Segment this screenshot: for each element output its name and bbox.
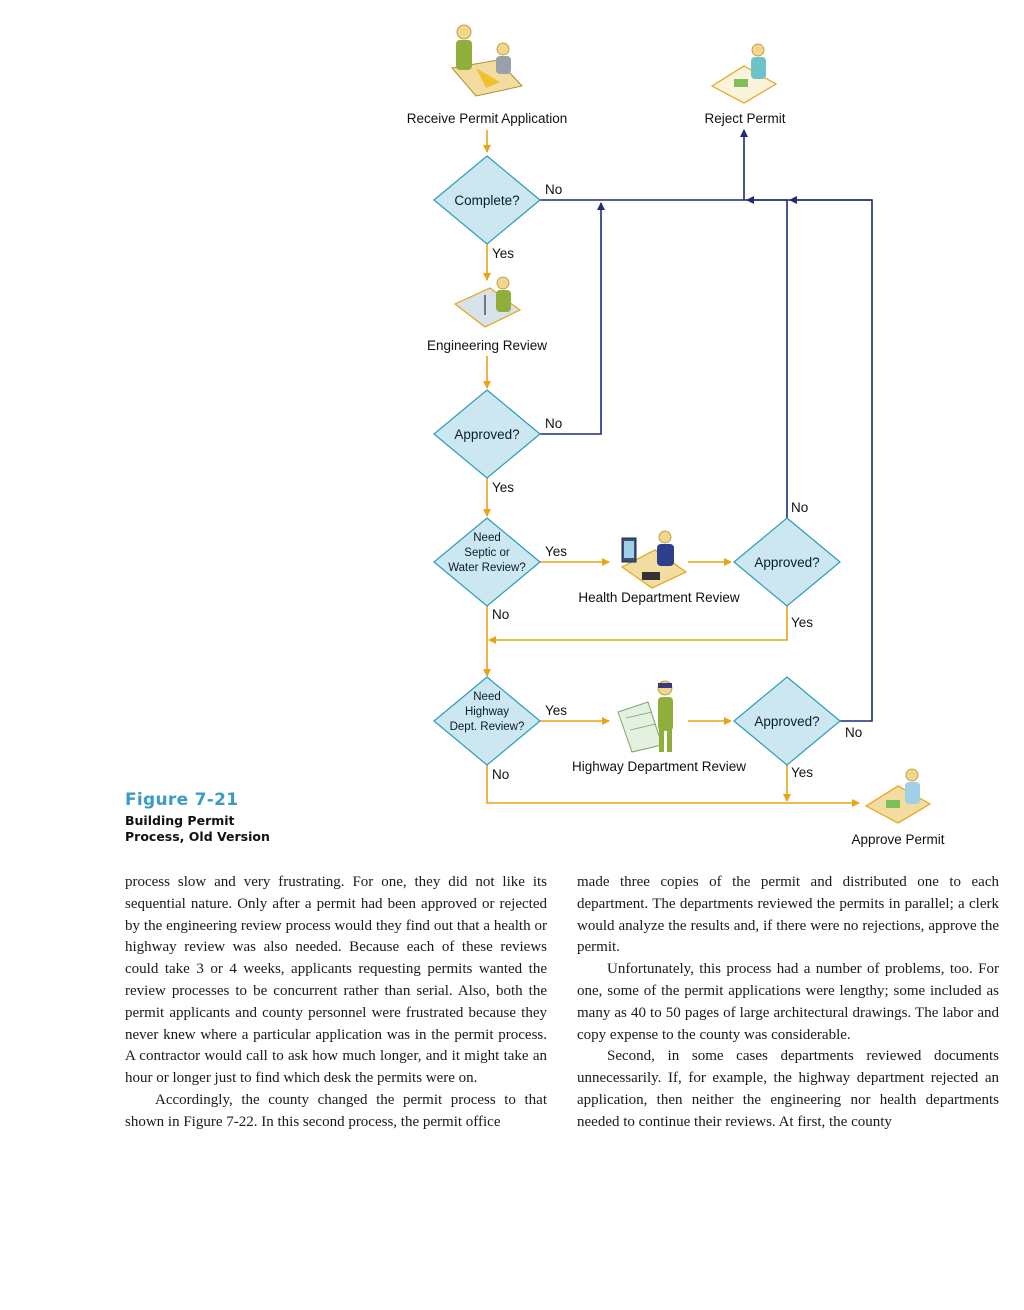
svg-text:Need: Need	[473, 532, 501, 544]
decision-need-septic: Need Septic or Water Review?	[433, 517, 541, 607]
edge-label-yes: Yes	[492, 246, 514, 261]
svg-text:Approved?: Approved?	[754, 555, 819, 570]
receive-application-label: Receive Permit Application	[407, 111, 568, 126]
svg-text:Water Review?: Water Review?	[448, 562, 526, 574]
yes-flow-lines	[483, 130, 860, 807]
edge-label-yes: Yes	[545, 544, 567, 559]
highway-department-icon	[617, 680, 673, 753]
health-review-label: Health Department Review	[578, 590, 740, 605]
approve-permit-icon	[864, 768, 932, 824]
decision-approved-health: Approved?	[733, 517, 841, 607]
edge-label-no: No	[845, 725, 862, 740]
edge-label-yes: Yes	[492, 480, 514, 495]
svg-text:Need: Need	[473, 691, 501, 703]
engineering-review-label: Engineering Review	[427, 338, 547, 353]
svg-text:Highway: Highway	[465, 706, 509, 718]
edge-label-yes: Yes	[545, 703, 567, 718]
svg-text:Dept. Review?: Dept. Review?	[450, 721, 525, 733]
figure-title: Building Permit Process, Old Version	[125, 813, 270, 844]
edge-label-no: No	[791, 500, 808, 515]
decision-need-highway: Need Highway Dept. Review?	[433, 676, 541, 766]
paragraph: Accordingly, the county changed the perm…	[125, 1091, 547, 1130]
receive-application-icon	[451, 24, 523, 97]
paragraph: Second, in some cases departments review…	[577, 1048, 999, 1130]
decision-complete: Complete?	[433, 155, 541, 245]
svg-text:Septic or: Septic or	[464, 547, 510, 559]
edge-label-no: No	[492, 607, 509, 622]
engineering-review-icon	[453, 276, 522, 328]
paragraph: made three copies of the permit and dist…	[577, 874, 999, 956]
svg-text:Approved?: Approved?	[754, 714, 819, 729]
edge-label-no: No	[545, 416, 562, 431]
flowchart: Complete? Approved? Need Septic or Water…	[407, 24, 945, 847]
body-text-right-column: made three copies of the permit and dist…	[577, 872, 999, 1134]
figure-number: Figure 7-21	[125, 790, 239, 810]
health-department-icon	[620, 530, 688, 589]
paragraph: Unfortunately, this process had a number…	[577, 961, 999, 1043]
decision-approved-engineering: Approved?	[433, 389, 541, 479]
svg-text:Complete?: Complete?	[454, 193, 519, 208]
reject-permit-label: Reject Permit	[704, 111, 785, 126]
body-text-left-column: process slow and very frustrating. For o…	[125, 872, 547, 1134]
highway-review-label: Highway Department Review	[572, 759, 746, 774]
reject-permit-icon	[710, 43, 778, 104]
paragraph: process slow and very frustrating. For o…	[125, 874, 547, 1087]
approve-permit-label: Approve Permit	[851, 832, 944, 847]
edge-label-no: No	[545, 182, 562, 197]
figure-caption: Figure 7-21 Building Permit Process, Old…	[125, 790, 365, 845]
decision-approved-highway: Approved?	[733, 676, 841, 766]
svg-text:Approved?: Approved?	[454, 427, 519, 442]
no-flow-lines	[540, 129, 873, 722]
edge-label-no: No	[492, 767, 509, 782]
edge-label-yes: Yes	[791, 765, 813, 780]
edge-label-yes: Yes	[791, 615, 813, 630]
